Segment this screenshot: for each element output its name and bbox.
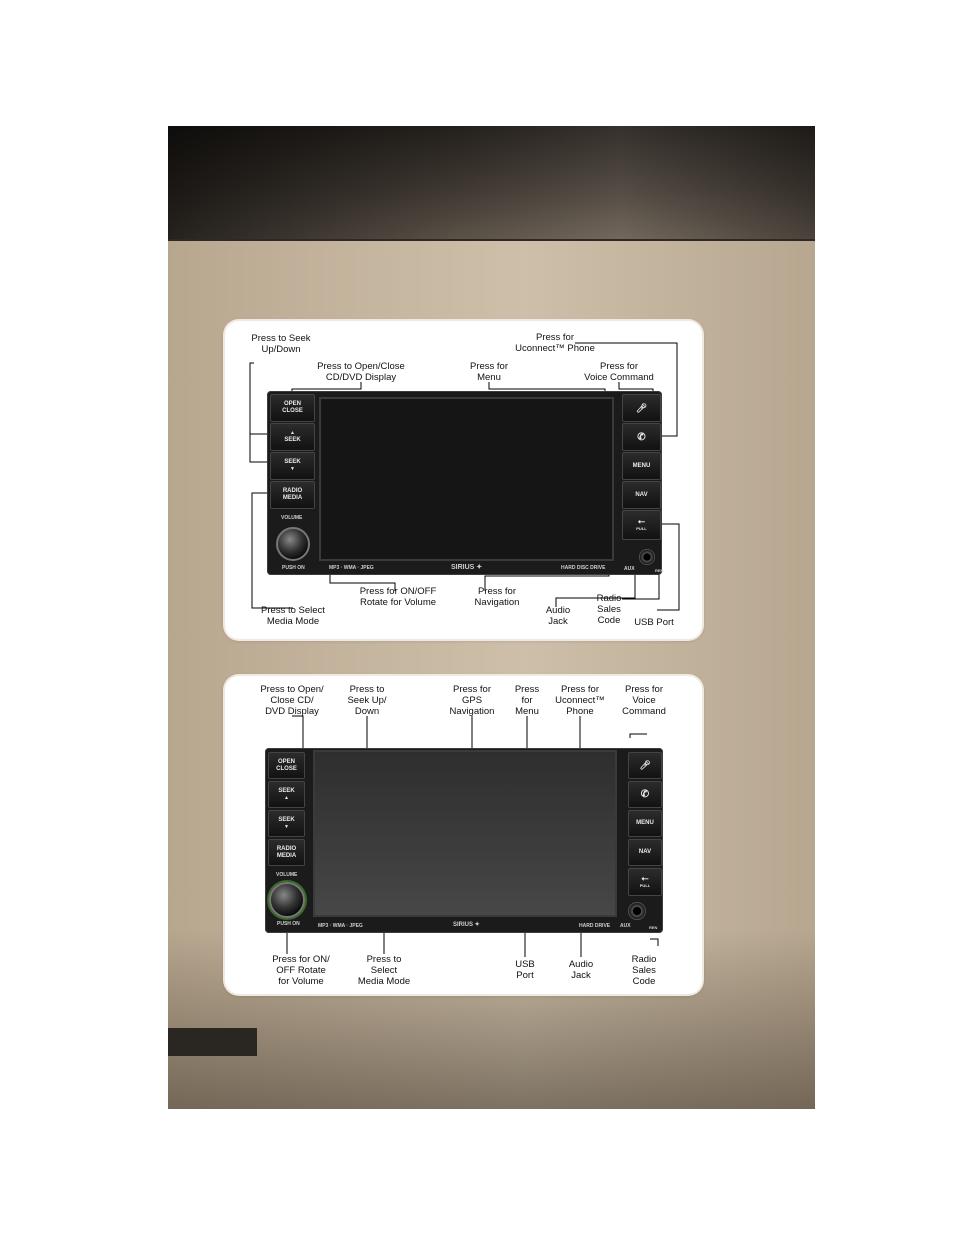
- seek-up-button[interactable]: SEEK ▲: [268, 781, 305, 808]
- label-usb-port: USB Port: [515, 959, 535, 981]
- phone-icon: ✆: [640, 789, 650, 800]
- label-audio-jack: Audio Jack: [568, 959, 594, 981]
- formats-label: MP3 · WMA · JPEG: [329, 565, 374, 571]
- aux-label: AUX: [620, 923, 631, 929]
- label-menu: Press for Menu: [514, 684, 540, 717]
- open-close-button[interactable]: OPEN CLOSE: [268, 752, 305, 779]
- sirius-dog-icon: ✦: [473, 922, 480, 928]
- sales-code-tag: REN: [649, 925, 658, 930]
- seek-down-label: SEEK: [284, 459, 301, 465]
- phone-button[interactable]: ✆: [628, 781, 662, 808]
- display-screen[interactable]: [313, 750, 617, 917]
- phone-button[interactable]: ✆: [622, 423, 661, 451]
- hard-drive-label: HARD DISC DRIVE: [561, 565, 606, 571]
- label-select-media: Press to Select Media Mode: [261, 605, 325, 627]
- voice-command-icon: 🎤︎: [635, 402, 648, 413]
- label-open-close: Press to Open/Close CD/DVD Display: [317, 361, 405, 383]
- seek-up-button[interactable]: ▲ SEEK: [270, 423, 315, 451]
- hard-drive-label: HARD DRIVE: [579, 923, 611, 929]
- seek-down-label: SEEK: [278, 816, 295, 823]
- nav-button[interactable]: NAV: [628, 839, 662, 866]
- page-number-tab: [168, 1028, 257, 1056]
- push-on-label: PUSH ON: [282, 565, 305, 571]
- seek-down-arrow-icon: ▼: [290, 466, 295, 472]
- seek-up-arrow-icon: ▲: [284, 794, 289, 801]
- label-voice: Press for Voice Command: [622, 684, 666, 717]
- volume-label: VOLUME: [281, 515, 303, 521]
- label-open-close: Press to Open/ Close CD/ DVD Display: [260, 684, 324, 717]
- label-sales-code: Radio Sales Code: [596, 593, 622, 626]
- label-volume: Press for ON/ OFF Rotate for Volume: [272, 954, 330, 987]
- radio-media-button[interactable]: RADIO MEDIA: [270, 481, 315, 509]
- label-menu: Press for Menu: [469, 361, 508, 383]
- radio-media-button[interactable]: RADIO MEDIA: [268, 839, 305, 866]
- aux-label: AUX: [624, 566, 635, 572]
- radio-diagram-2: OPEN CLOSE SEEK ▲ SEEK ▼ RADIO MEDIA VOL…: [225, 676, 702, 994]
- label-seek: Press to Seek Up/Down: [251, 333, 311, 355]
- formats-label: MP3 · WMA · JPEG: [318, 923, 363, 929]
- volume-label: VOLUME: [276, 872, 298, 878]
- usb-port-cover[interactable]: ⭠ PULL: [628, 868, 662, 896]
- label-navigation: Press for Navigation: [474, 586, 520, 608]
- radio-diagram-1: OPEN CLOSE ▲ SEEK SEEK ▼ RADIO MEDIA VOL…: [225, 321, 702, 639]
- display-screen[interactable]: [319, 397, 614, 561]
- page-header-band: [168, 126, 815, 240]
- volume-knob[interactable]: [276, 527, 310, 561]
- voice-command-icon: 🎤︎: [639, 760, 651, 770]
- volume-knob[interactable]: [269, 882, 305, 918]
- aux-jack[interactable]: [639, 549, 655, 565]
- label-phone: Press for Uconnect™ Phone: [555, 684, 605, 717]
- label-volume: Press for ON/OFF Rotate for Volume: [359, 586, 437, 608]
- usb-port-cover[interactable]: ⭠ PULL: [622, 510, 661, 540]
- label-audio-jack: Audio Jack: [545, 605, 571, 627]
- open-close-button[interactable]: OPEN CLOSE: [270, 394, 315, 422]
- push-on-label: PUSH ON: [277, 921, 300, 927]
- label-seek: Press to Seek Up/ Down: [347, 684, 387, 717]
- usb-icon: ⭠: [641, 873, 649, 883]
- seek-up-label: SEEK: [284, 437, 301, 443]
- seek-up-arrow-icon: ▲: [290, 430, 295, 436]
- sirius-logo: SIRIUS ✦: [451, 564, 483, 571]
- menu-button[interactable]: MENU: [622, 452, 661, 480]
- label-sales-code: Radio Sales Code: [631, 954, 657, 987]
- label-gps: Press for GPS Navigation: [449, 684, 495, 717]
- sirius-dog-icon: ✦: [474, 564, 483, 571]
- seek-down-arrow-icon: ▼: [284, 823, 289, 830]
- pull-label: PULL: [639, 883, 651, 888]
- pull-label: PULL: [636, 526, 647, 531]
- seek-up-label: SEEK: [278, 787, 295, 794]
- header-divider: [168, 239, 815, 241]
- menu-button[interactable]: MENU: [628, 810, 662, 837]
- label-usb-port: USB Port: [634, 617, 674, 628]
- usb-icon: ⭠: [637, 516, 646, 526]
- seek-down-button[interactable]: SEEK ▼: [268, 810, 305, 837]
- aux-jack[interactable]: [628, 902, 646, 920]
- label-select-media: Press to Select Media Mode: [357, 954, 411, 987]
- phone-icon: ✆: [637, 431, 646, 443]
- sales-code-tag: REN: [655, 568, 664, 573]
- nav-button[interactable]: NAV: [622, 481, 661, 509]
- label-voice: Press for Voice Command: [584, 361, 654, 383]
- seek-down-button[interactable]: SEEK ▼: [270, 452, 315, 480]
- label-phone: Press for Uconnect™ Phone: [515, 332, 595, 354]
- sirius-logo: SIRIUS ✦: [453, 922, 480, 928]
- voice-command-button[interactable]: 🎤︎: [622, 394, 661, 422]
- voice-command-button[interactable]: 🎤︎: [628, 752, 662, 779]
